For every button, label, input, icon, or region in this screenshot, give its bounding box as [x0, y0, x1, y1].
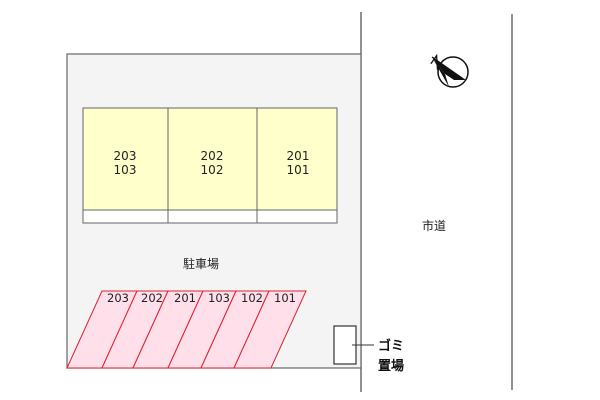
garbage-label-line2: 置場 — [378, 358, 404, 374]
parking-space-label: 103 — [208, 291, 230, 305]
unit-block — [82, 107, 169, 211]
parking-space-label: 203 — [107, 291, 129, 305]
parking-space-label: 101 — [274, 291, 296, 305]
unit-number-lower: 103 — [114, 163, 137, 177]
unit-block — [167, 107, 258, 211]
parking-space-label: 102 — [241, 291, 263, 305]
unit-number-lower: 102 — [201, 163, 224, 177]
unit-number-lower: 101 — [287, 163, 310, 177]
parking-space-label: 201 — [174, 291, 196, 305]
unit-block-203-103: 203 103 — [82, 107, 169, 224]
unit-number-upper: 203 — [114, 149, 137, 163]
balcony-strip — [256, 209, 338, 224]
unit-block — [256, 107, 338, 211]
parking-space — [233, 290, 307, 369]
parking-spaces: 203 202 201 103 102 101 — [66, 290, 307, 369]
unit-number-upper: 202 — [201, 149, 224, 163]
parking-space-label: 202 — [141, 291, 163, 305]
apartment-building: 203 103 202 102 201 101 — [82, 107, 338, 224]
parking-label: 駐車場 — [183, 256, 219, 271]
unit-block-202-102: 202 102 — [167, 107, 258, 224]
unit-number-upper: 201 — [287, 149, 310, 163]
road-label: 市道 — [422, 218, 446, 233]
balcony-strip — [82, 209, 169, 224]
north-letter-icon — [430, 53, 444, 71]
north-arrow-icon — [430, 53, 469, 88]
balcony-strip — [167, 209, 258, 224]
garbage-label-line1: ゴミ — [378, 338, 404, 354]
unit-block-201-101: 201 101 — [256, 107, 338, 224]
